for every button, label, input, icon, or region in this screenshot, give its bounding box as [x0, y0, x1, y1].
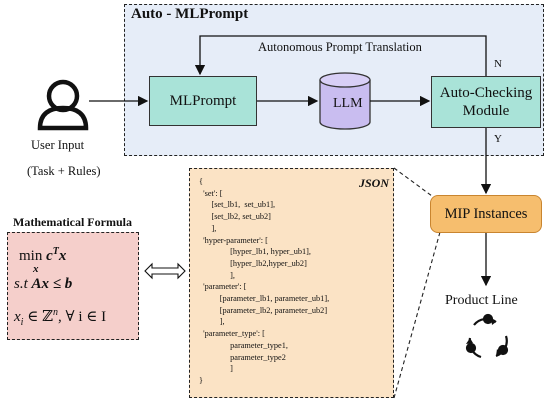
auto-checking-label-2: Module [462, 103, 510, 119]
user-input-sub: (Task + Rules) [27, 164, 101, 178]
json-code-line: 'set': [ [199, 188, 223, 198]
json-title: JSON [359, 176, 390, 190]
double-arrow-icon [144, 262, 186, 280]
json-code-line: [parameter_lb1, parameter_ub1], [199, 294, 330, 303]
auto-checking-label-1: Auto-Checking [439, 85, 533, 101]
cycle-icon [465, 313, 509, 359]
edge-no-label: N [494, 58, 502, 70]
json-code-line: 'parameter_type': [ [199, 329, 265, 339]
json-code-line: [hyper_lb1, hyper_ub1], [199, 247, 311, 257]
json-code-line: [hyper_lb2,hyper_ub2] [199, 258, 307, 268]
formula-objective: min cTx [19, 246, 67, 264]
json-code-line: } [199, 375, 203, 385]
user-input-label: User Input [31, 138, 85, 152]
json-code-line: { [199, 177, 203, 186]
json-panel [189, 168, 394, 398]
json-code-line: ] [199, 364, 233, 374]
llm-label: LLM [333, 96, 363, 111]
mip-label: MIP Instances [444, 205, 528, 222]
auto-checking-box: Auto-Checking Module [431, 76, 541, 128]
product-line-label: Product Line [445, 293, 518, 308]
json-code-line: 'parameter': [ [199, 282, 247, 292]
formula-min-var: x [33, 263, 39, 275]
frame-title: Auto - MLPrompt [131, 6, 249, 22]
mlprompt-box: MLPrompt [149, 76, 257, 126]
formula-constraint: s.t Ax ≤ b [14, 276, 73, 292]
mip-instances-box: MIP Instances [430, 195, 542, 233]
json-code-line: ], [199, 270, 235, 280]
formula-title: Mathematical Formula [13, 215, 132, 229]
edge-yes-label: Y [494, 133, 502, 145]
json-code-line: [set_lb2, set_ub2] [199, 212, 271, 222]
mlprompt-label: MLPrompt [169, 92, 237, 109]
llm-cylinder [319, 72, 371, 130]
json-code-line: [set_lb1, set_ub1], [199, 200, 276, 210]
json-code-line: ], [199, 317, 225, 327]
json-code-line: parameter_type1, [199, 340, 288, 350]
json-code-line: ], [199, 223, 217, 233]
formula-domain: xi ∈ ℤn, ∀ i ∈ I [14, 307, 107, 328]
json-code-line: [parameter_lb2, parameter_ub2] [199, 305, 328, 315]
formula-panel [7, 232, 139, 340]
loop-label: Autonomous Prompt Translation [258, 40, 422, 54]
json-code-line: 'hyper-parameter': [ [199, 235, 268, 245]
json-code-line: parameter_type2 [199, 352, 286, 362]
user-icon [37, 79, 89, 131]
